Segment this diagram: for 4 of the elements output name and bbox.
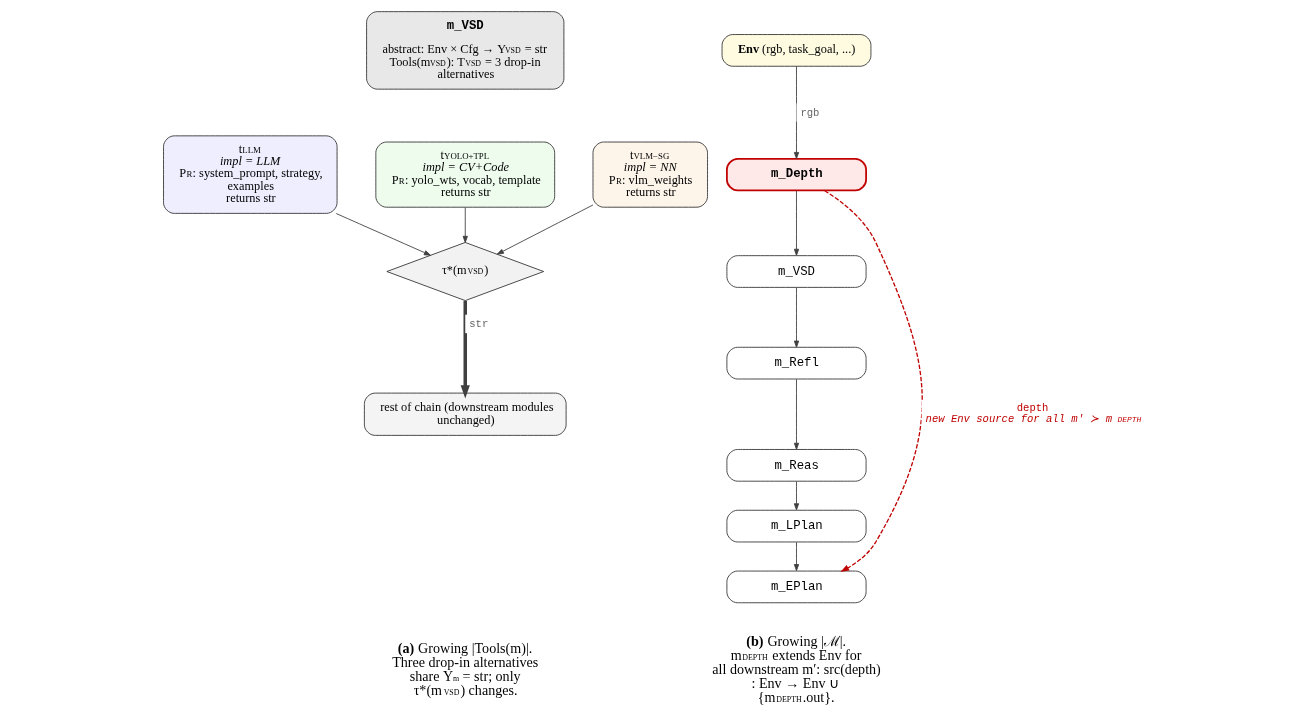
edge-label: str [468,318,488,331]
label: (a) Growing |Tools(m)|. Three drop-in alternatives share Ym = str; only τ*(mVSD) changes. [391,639,538,699]
edge-label: rgb [799,106,819,119]
label: (b) Growing |ℳ|. mDEPTH extends Env for all downstream m′: src(depth) : Env → Env ∪ {mDEPTH.out}. [711,632,881,706]
